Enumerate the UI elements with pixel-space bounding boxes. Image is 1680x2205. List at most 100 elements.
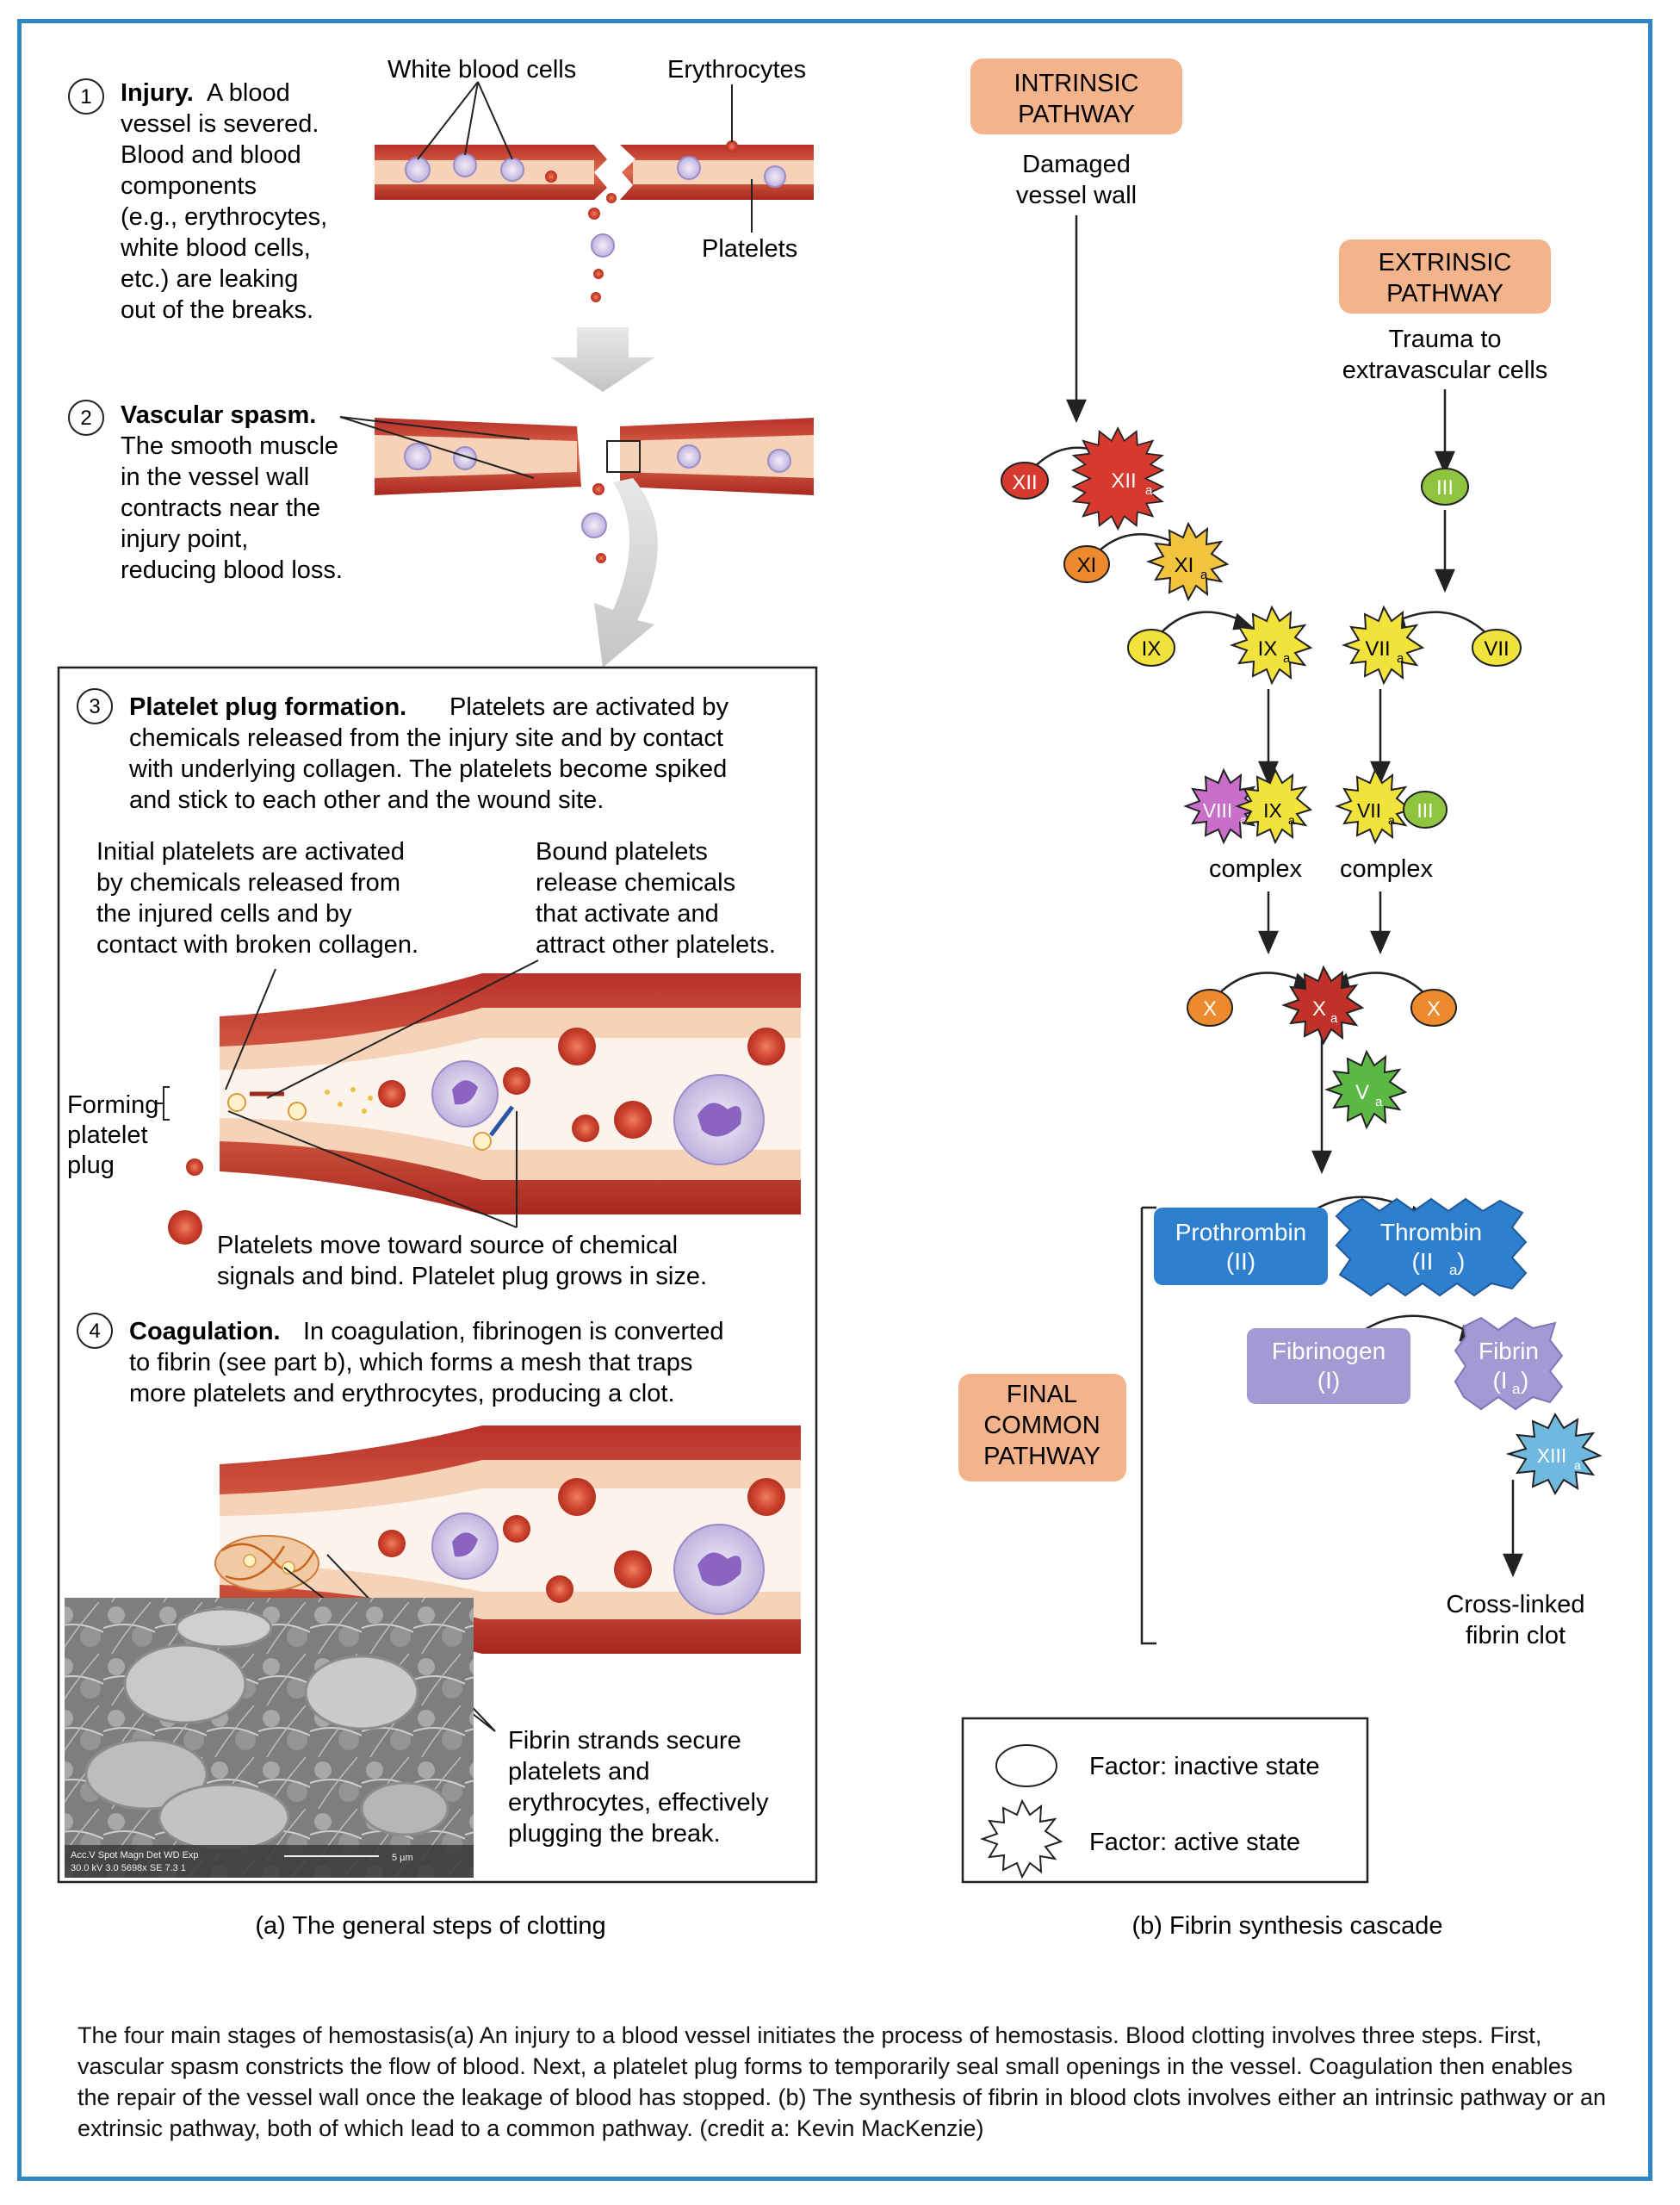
chemical-signal — [362, 1109, 367, 1114]
factor-inactive-oval — [1063, 545, 1110, 583]
activated-platelet — [227, 1093, 246, 1112]
active-subscript: a — [1288, 813, 1295, 827]
chemical-signal — [338, 1102, 343, 1107]
factor-active-star — [1454, 1316, 1564, 1411]
leaking-erythrocyte — [596, 553, 606, 563]
erythrocyte — [558, 1028, 596, 1065]
final-common-pathway-box — [958, 1374, 1126, 1481]
white-blood-cell — [404, 443, 431, 470]
factor-XIIa: XII a — [1071, 426, 1165, 531]
step1-line: white blood cells, — [120, 234, 311, 262]
intrinsic-trigger: Damaged — [1022, 151, 1131, 178]
factor-active-star — [1505, 1412, 1603, 1496]
step3-line: with underlying collagen. The platelets … — [128, 755, 727, 783]
pathway-boxes: INTRINSIC PATHWAY Damaged vessel wall EX… — [958, 59, 1551, 1481]
intrinsic-label: INTRINSIC — [1014, 70, 1139, 97]
erythrocyte — [378, 1080, 406, 1108]
fibrin-note: erythrocytes, effectively — [508, 1789, 769, 1817]
sem-micrograph: Acc.V Spot Magn Det WD Exp 30.0 kV 3.0 5… — [65, 1598, 474, 1878]
step1-line: components — [121, 172, 257, 200]
step2: 2 Vascular spasm. The smooth muscle in t… — [68, 400, 814, 668]
step2-line: reducing blood loss. — [121, 556, 343, 584]
active-subscript: a — [1240, 813, 1247, 827]
factor-label: III — [1436, 476, 1454, 500]
wbc-nucleus — [697, 1102, 741, 1137]
fibrin-note: plugging the break. — [508, 1820, 721, 1848]
fibrin-closing-paren: ) — [1521, 1367, 1528, 1394]
factor-label: XIII — [1537, 1444, 1567, 1467]
zoom-box — [606, 440, 641, 473]
erythrocyte — [726, 140, 738, 152]
extrinsic-label: PATHWAY — [1386, 280, 1503, 307]
factor-label: IX — [1142, 637, 1162, 661]
chemical-signal — [325, 1090, 330, 1095]
factor-inactive-oval — [1001, 462, 1049, 500]
factor-active-star — [1324, 1049, 1408, 1130]
prothrombin-box — [1154, 1208, 1328, 1285]
prothrombin-label: (II) — [1226, 1248, 1255, 1275]
step4-line: to fibrin (see part b), which forms a me… — [129, 1349, 692, 1376]
move-pointer — [227, 1110, 518, 1228]
trapped-platelet — [282, 1561, 295, 1575]
figure-caption: The four main stages of hemostasis(a) An… — [77, 2022, 1607, 2141]
erythrocyte — [614, 1101, 652, 1139]
factor-label: VII — [1357, 799, 1381, 822]
erythrocyte — [558, 1478, 596, 1516]
fibrin-note: platelets and — [508, 1758, 649, 1786]
white-blood-cell — [500, 158, 524, 182]
factor-inactive-oval — [1187, 989, 1233, 1027]
factor-IX: IX — [1127, 629, 1175, 667]
erythrocyte — [378, 1530, 406, 1557]
step1-line: (e.g., erythrocytes, — [121, 203, 327, 231]
factor-label: XII — [1012, 471, 1037, 494]
bound-platelets-note: Bound platelets — [536, 838, 708, 866]
zoom-arrow — [594, 478, 658, 668]
leaking-erythrocyte — [186, 1158, 203, 1176]
clot-label: Cross-linked — [1446, 1591, 1584, 1618]
legend-inactive-label: Factor: inactive state — [1089, 1753, 1320, 1780]
step4-line: more platelets and erythrocytes, produci… — [129, 1380, 675, 1407]
active-subscript: a — [1200, 568, 1208, 582]
platelets-move-note: signals and bind. Platelet plug grows in… — [217, 1263, 707, 1290]
factor-inactive-oval — [1472, 629, 1522, 667]
erythrocyte — [572, 1115, 599, 1142]
extrinsic-pathway-box — [1339, 239, 1551, 314]
factor-active-star — [1280, 965, 1365, 1046]
fibrin-clot — [214, 1535, 319, 1592]
label-erythrocytes: Erythrocytes — [667, 56, 806, 84]
intrinsic-pathway-box — [970, 59, 1182, 134]
factor-label: III — [1417, 799, 1433, 822]
factor-active-star — [1229, 605, 1313, 686]
factor-label: XI — [1077, 554, 1097, 577]
collagen-fiber — [489, 1105, 514, 1137]
spasm-pointer — [339, 416, 535, 479]
factor-VIIa: VII a — [1341, 605, 1425, 686]
factor-Va: V a — [1324, 1049, 1408, 1130]
wbc-nucleus — [452, 1532, 478, 1557]
active-subscript: a — [1512, 1381, 1521, 1397]
fibrin-note: Fibrin strands secure — [508, 1727, 741, 1755]
erythrocyte — [503, 1067, 530, 1095]
step2-line: The smooth muscle — [121, 432, 338, 460]
panel-b-caption: (b) Fibrin synthesis cascade — [1131, 1912, 1442, 1940]
active-subscript: a — [1388, 813, 1395, 827]
bound-platelets-note: that activate and — [536, 900, 719, 928]
step3-line: chemicals released from the injury site … — [129, 724, 723, 752]
factor-label: X — [1203, 997, 1217, 1021]
step3-number: 3 — [89, 695, 100, 718]
erythrocyte — [747, 1478, 785, 1516]
step2-title: Vascular spasm. — [121, 401, 316, 429]
factor-label: IX — [1263, 799, 1282, 822]
step4: 4 Coagulation. In coagulation, fibrinoge… — [65, 1313, 801, 1878]
wbc-pointer — [417, 81, 479, 160]
chemical-signal — [368, 1096, 373, 1101]
factor-X-right: X — [1410, 989, 1457, 1027]
legend-active-icon — [979, 1798, 1063, 1879]
activated-platelet — [288, 1102, 307, 1121]
step2-line: in the vessel wall — [121, 463, 309, 491]
extrinsic-trigger: Trauma to — [1388, 326, 1501, 353]
activated-platelet — [473, 1132, 492, 1151]
label-platelets: Platelets — [702, 235, 797, 263]
active-subscript: a — [1397, 651, 1404, 666]
wbc-pointer — [477, 81, 513, 160]
